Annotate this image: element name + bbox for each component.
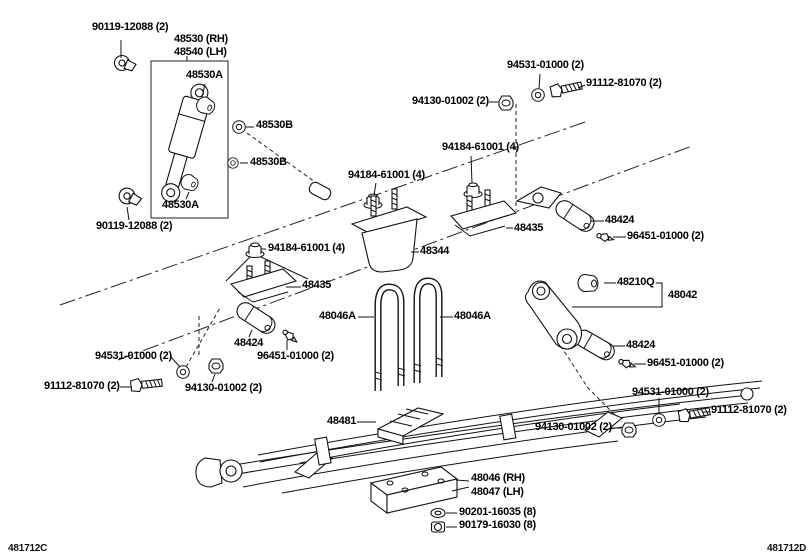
nut-icon <box>621 422 637 438</box>
shackle-bushing-icon <box>577 273 599 293</box>
bolt-icon <box>549 78 584 99</box>
part-label-94130-top: 94130-01002 (2) <box>412 95 489 107</box>
spring-seat-right-drawing <box>449 189 518 237</box>
spring-pin-icon <box>233 298 279 338</box>
part-label-96451-left: 96451-01000 (2) <box>257 350 334 362</box>
stud-bolt-icon <box>112 53 138 74</box>
part-label-90179-16030: 90179-16030 (8) <box>459 519 536 531</box>
part-label-48530b-1: 48530B <box>256 119 293 131</box>
part-label-48530a-top: 48530A <box>186 69 223 81</box>
shackle-drawing <box>524 280 583 350</box>
washer-icon <box>176 365 190 379</box>
part-label-48042: 48042 <box>668 289 698 301</box>
u-bolt-right-drawing <box>413 277 444 383</box>
stud-bolt-icon <box>116 185 144 208</box>
construction-lines <box>185 104 623 423</box>
flange-nut-icon <box>463 182 483 199</box>
part-label-48047-lh: 48047 (LH) <box>471 486 524 498</box>
nut-icon <box>498 95 514 111</box>
part-label-48424-upper-right: 48424 <box>605 214 635 226</box>
part-label-94130-left: 94130-01002 (2) <box>185 382 262 394</box>
nut-icon <box>208 358 224 374</box>
leader-lines <box>120 40 710 528</box>
washer-icon <box>652 413 666 427</box>
part-label-94531-left: 94531-01000 (2) <box>95 350 172 362</box>
part-label-90119-12088-top: 90119-12088 (2) <box>92 21 169 33</box>
part-label-48435-right: 48435 <box>514 222 544 234</box>
part-label-94531-top: 94531-01000 (2) <box>507 59 584 71</box>
part-label-94184-1: 94184-61001 (4) <box>442 141 519 153</box>
washer-icon <box>531 88 545 102</box>
part-label-48481: 48481 <box>327 415 357 427</box>
grease-fitting-icon <box>280 327 300 346</box>
diagram-code-right: 481712D <box>767 543 807 554</box>
part-label-94184-3: 94184-61001 (4) <box>268 242 345 254</box>
shim-plate-drawing <box>376 407 445 445</box>
part-label-48540-lh: 48540 (LH) <box>174 46 227 58</box>
part-label-48344: 48344 <box>420 245 450 257</box>
part-label-91112-left: 91112-81070 (2) <box>44 380 120 392</box>
part-label-48530-rh: 48530 (RH) <box>174 33 228 45</box>
diagram-code-left: 481712C <box>8 543 48 554</box>
part-label-48530a-bottom: 48530A <box>162 199 199 211</box>
part-label-48424-lower-right: 48424 <box>626 339 656 351</box>
lock-nut-icon <box>430 521 446 533</box>
grease-fitting-icon <box>595 230 616 245</box>
spring-plate-drawing <box>369 466 459 515</box>
part-label-94184-2: 94184-61001 (4) <box>348 169 425 181</box>
part-label-90201-16035: 90201-16035 (8) <box>459 506 536 518</box>
part-label-91112-top: 91112-81070 (2) <box>586 77 662 89</box>
grease-fitting-icon <box>617 356 638 372</box>
part-label-48424-left: 48424 <box>234 337 264 349</box>
bolt-icon <box>129 375 164 393</box>
spring-pin-icon <box>552 196 598 236</box>
part-label-91112-lower-right: 91112-81070 (2) <box>711 404 787 416</box>
flange-nut-icon <box>245 242 265 259</box>
part-label-48046a-left: 48046A <box>319 310 356 322</box>
part-label-48046a-right: 48046A <box>454 310 491 322</box>
bump-stopper-drawing <box>350 188 428 273</box>
u-bolt-left-drawing <box>374 283 406 391</box>
part-label-94531-lower-right: 94531-01000 (2) <box>632 386 709 398</box>
part-label-48435-left: 48435 <box>302 279 332 291</box>
part-label-90119-12088-bottom: 90119-12088 (2) <box>96 220 173 232</box>
part-label-96451-upper-right: 96451-01000 (2) <box>627 230 704 242</box>
part-label-96451-lower-right: 96451-01000 (2) <box>647 357 724 369</box>
part-label-94130-bottom: 94130-01002 (2) <box>535 421 612 433</box>
part-label-48046-rh: 48046 (RH) <box>471 472 525 484</box>
grommet-icon <box>227 157 239 169</box>
washer-icon <box>430 507 446 519</box>
part-label-48530b-2: 48530B <box>250 156 287 168</box>
spring-seat-left-drawing <box>229 260 298 303</box>
grommet-icon <box>232 120 246 134</box>
shock-absorber-drawing <box>150 60 229 219</box>
part-label-48210q: 48210Q <box>617 276 655 288</box>
frame-bracket-drawing <box>308 181 562 209</box>
leaf-spring-drawing <box>195 380 763 494</box>
